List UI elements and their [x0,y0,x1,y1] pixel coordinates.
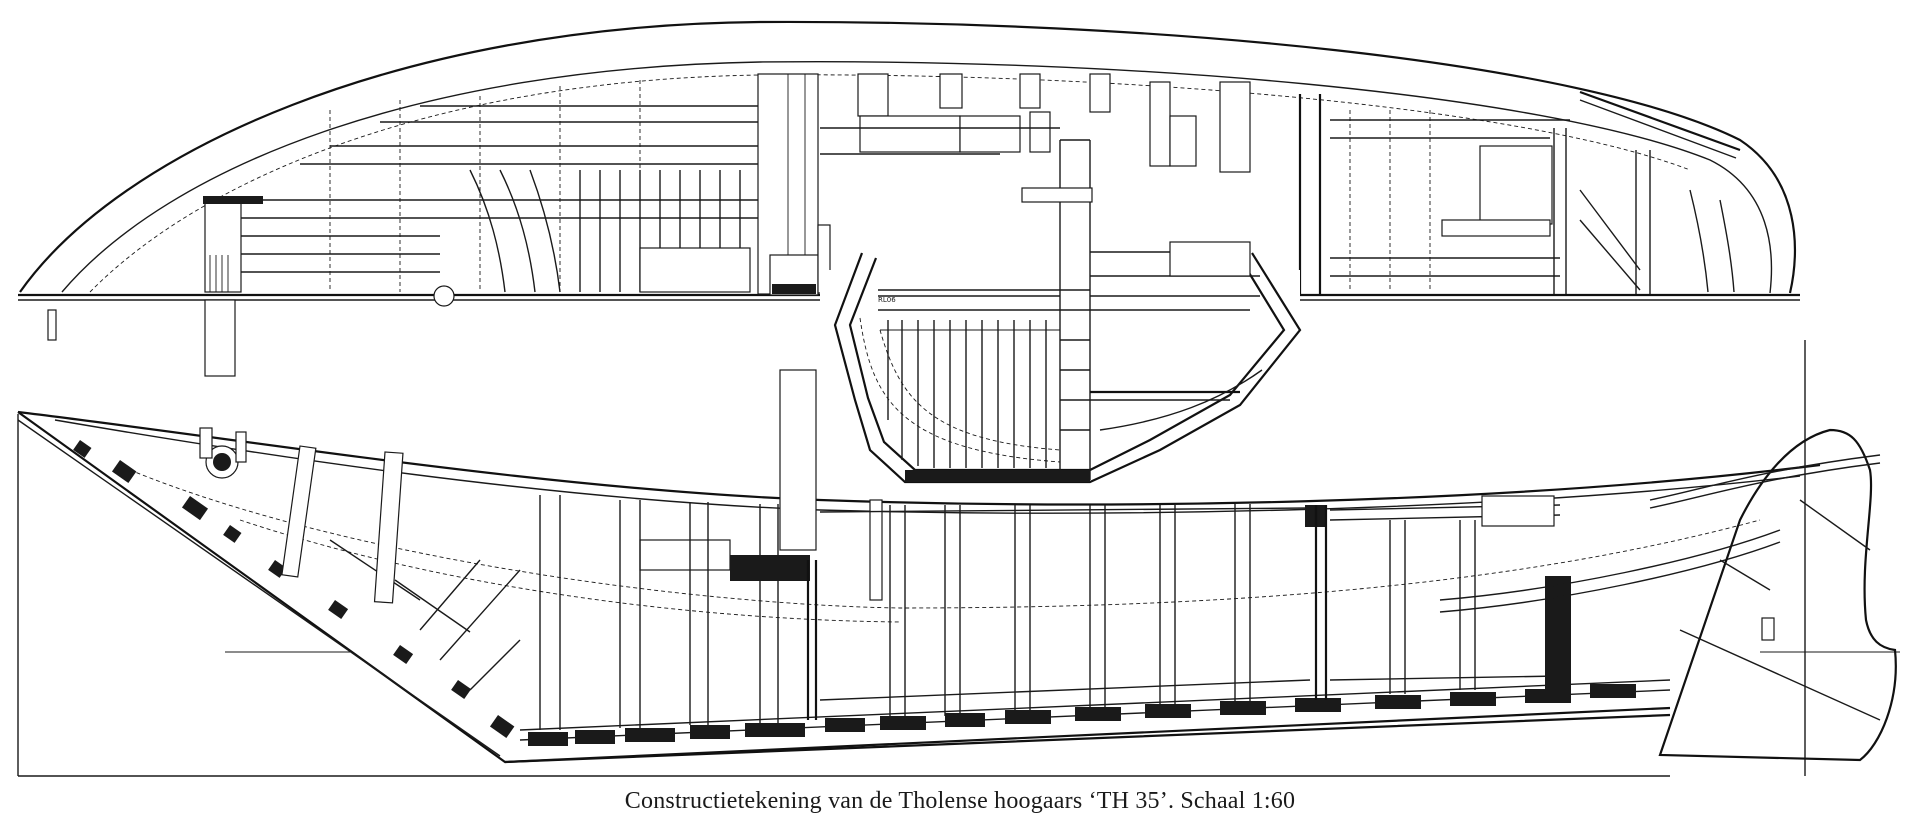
floor-timbers [528,684,1636,746]
fore-deck-planking [210,80,760,292]
midship-frames [539,495,1311,730]
mast-tabernacle [779,369,817,551]
deck-plan [18,20,1800,377]
figure-caption: Constructietekening van de Tholense hoog… [624,788,1296,814]
deck-outer-sheer [19,20,1797,294]
deck-beams [820,73,1251,173]
aft-cabin [1305,495,1781,700]
bow-frames [73,440,521,738]
keel-line [504,706,1671,764]
profile-view [17,340,1900,777]
rudder [1649,428,1897,762]
deck-frames-left [469,169,751,293]
sheer-line [17,410,1821,506]
aft-hatch [1298,90,1741,294]
midship-section: RL06 [820,139,1302,484]
deck-gunwale [61,60,1773,294]
deck-mast-block [204,199,242,293]
section-label: RL06 [878,296,896,304]
